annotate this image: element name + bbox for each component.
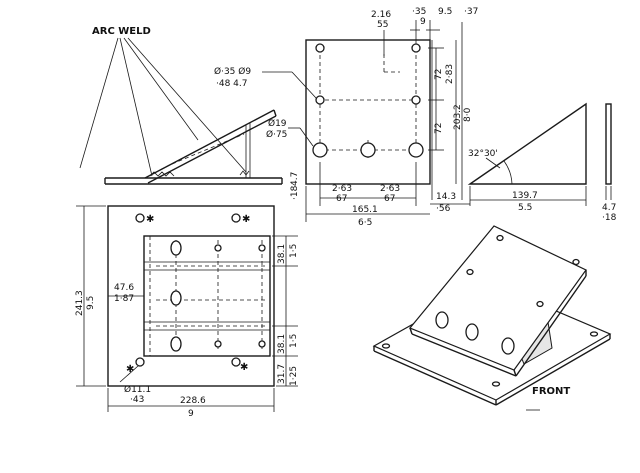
dim-67-a: 67: [336, 194, 347, 204]
dim-55: 55: [377, 20, 388, 30]
isometric-view: FRONT: [372, 225, 612, 411]
dim-139-7: 139.7: [512, 191, 538, 201]
weld-marks: ✱ ✱ ✱ ✱: [126, 214, 250, 375]
dim-1-25: 1·25: [289, 366, 299, 386]
dim-14-3: 14.3: [436, 192, 456, 202]
dim-5-5: 5.5: [518, 203, 532, 213]
dim-18: ·18: [290, 185, 300, 200]
dim-edge-18: ·18: [602, 213, 617, 223]
dim-37: ·37: [464, 7, 478, 17]
dim-43: ·43: [130, 395, 144, 405]
dim-2-63-b: 2·63: [380, 184, 400, 194]
gusset-side-view: 32°30' 139.7 5.5: [467, 102, 587, 213]
hole-large-label-b: Ø·75: [266, 129, 287, 140]
dim-6-5: 6·5: [358, 218, 372, 228]
hole-small-label-a: Ø·35 Ø9: [214, 66, 251, 77]
arc-weld-callout: ARC WELD: [79, 26, 247, 177]
dim-2-83: 2·83: [445, 64, 455, 84]
top-plate-view: [305, 22, 463, 200]
hole-small-label-b: ·48 4.7: [216, 79, 248, 89]
dim-203-2: 203.2: [453, 104, 463, 130]
dim-2-63-a: 2·63: [332, 184, 352, 194]
dim-67-b: 67: [384, 194, 395, 204]
dim-47-6: 47.6: [114, 283, 134, 293]
dim-72-a: 72: [434, 69, 444, 80]
weld-star-4: ✱: [240, 362, 248, 373]
dim-165-1: 165.1: [352, 205, 378, 215]
dim-72-b: 72: [434, 123, 444, 134]
weld-star-3: ✱: [126, 364, 134, 375]
dim-228-6: 228.6: [180, 396, 206, 406]
dim-8-0: 8·0: [463, 107, 473, 122]
dim-1-5-b: 1·5: [289, 334, 299, 348]
dim-edge-4-7: 4.7: [602, 203, 616, 213]
dim-1-87: 1·87: [114, 294, 134, 304]
weld-star-2: ✱: [242, 214, 250, 225]
dim-38-1-b: 38.1: [277, 334, 287, 354]
elevation-view: [104, 109, 283, 185]
base-plan-dimensions: 241.3 9.5 47.6 1·87 38.1 1·5 38.1 1·5 31…: [75, 205, 299, 419]
hole-large-label-a: Ø19: [268, 118, 287, 129]
dim-9: 9: [420, 17, 426, 27]
dim-base-9: 9: [188, 409, 194, 419]
dim-35: ·35: [412, 7, 426, 17]
dim-9-5: 9.5: [438, 7, 452, 17]
dim-base-9-5: 9.5: [86, 296, 96, 310]
dim-31-7: 31.7: [277, 364, 287, 384]
dim-241-3: 241.3: [75, 290, 85, 316]
front-label: FRONT: [532, 386, 570, 397]
dim-2-16: 2.16: [371, 10, 391, 20]
dim-38-1-a: 38.1: [277, 244, 287, 264]
gusset-edge-view: 4.7 ·18: [602, 103, 617, 223]
dim-1-5-a: 1·5: [289, 244, 299, 258]
top-plate-dimensions: 2.16 55 ·35 9 9.5 ·37 72 2·83 72 203.2 8…: [214, 7, 478, 228]
angle-label: 32°30': [468, 149, 498, 159]
dim-56: ·56: [436, 204, 451, 214]
arc-weld-label: ARC WELD: [92, 26, 151, 37]
dim-hole-11-1: Ø11.1: [124, 384, 151, 395]
weld-star-1: ✱: [146, 214, 154, 225]
dim-4-7: 4.7: [290, 172, 300, 186]
